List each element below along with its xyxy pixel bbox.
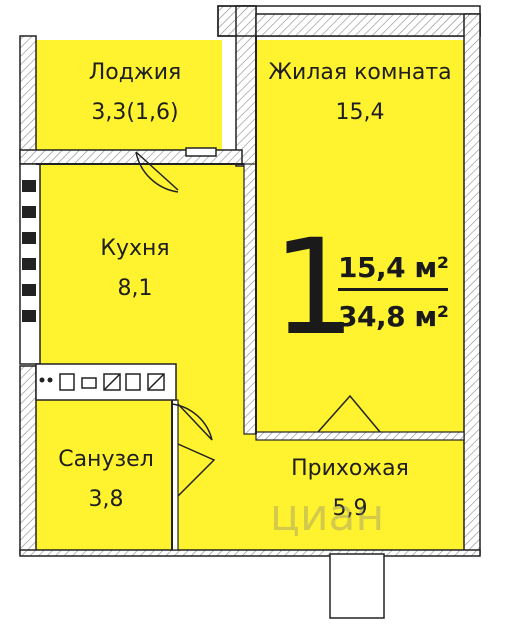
room-fills — [36, 40, 464, 550]
cian-watermark: циан — [270, 490, 385, 541]
kitchen-name: Кухня — [100, 236, 170, 261]
loggia-fill — [36, 40, 222, 164]
living-room-name: Жилая комната — [268, 60, 452, 85]
kitchen-fill — [40, 152, 244, 366]
living-area-total: 15,4 м² — [338, 252, 449, 291]
loggia-name: Лоджия — [88, 60, 182, 85]
partitions — [36, 36, 257, 550]
bathroom-fill — [36, 400, 172, 550]
bathroom-name: Санузел — [58, 447, 154, 472]
hallway-label: Прихожая 5,9 — [270, 456, 430, 522]
kitchen-area: 8,1 — [117, 276, 153, 301]
hallway-name: Прихожая — [291, 456, 409, 481]
hallway-upper-fill — [172, 366, 256, 434]
total-area: 34,8 м² — [338, 300, 449, 333]
loggia-area: 3,3(1,6) — [91, 100, 179, 125]
bathroom-label: Санузел 3,8 — [44, 447, 168, 513]
loggia-label: Лоджия 3,3(1,6) — [70, 60, 200, 126]
kitchen-window — [22, 180, 36, 322]
kitchen-label: Кухня 8,1 — [80, 236, 190, 302]
kitchen-counter — [35, 363, 177, 401]
living-room-area: 15,4 — [335, 100, 385, 125]
hallway-area: 5,9 — [332, 496, 368, 521]
bathroom-area: 3,8 — [88, 487, 124, 512]
doors — [135, 147, 385, 619]
living-room-label: Жилая комната 15,4 — [258, 60, 462, 126]
area-summary: 15,4 м² 34,8 м² — [338, 252, 450, 333]
